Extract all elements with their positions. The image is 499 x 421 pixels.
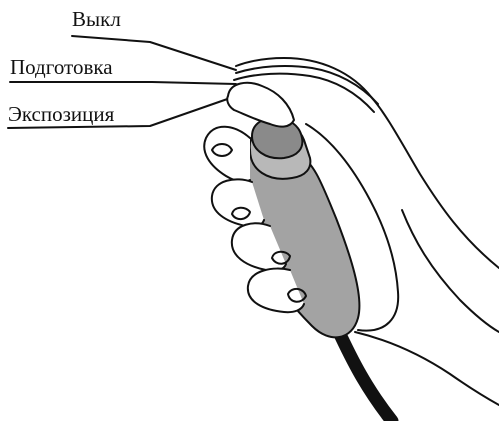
label-off: Выкл [72, 9, 121, 30]
label-prepare: Подготовка [10, 57, 113, 78]
leader-line-prepare [10, 82, 236, 84]
label-exposure: Экспозиция [8, 104, 114, 125]
cable-icon [338, 330, 392, 421]
